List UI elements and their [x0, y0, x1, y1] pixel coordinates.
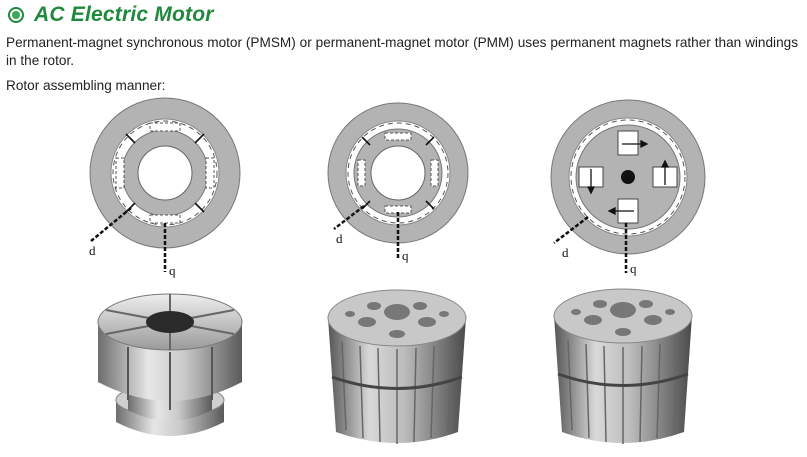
- q-axis-label: q: [402, 248, 409, 263]
- q-axis-label: q: [630, 261, 637, 276]
- d-axis-label: d: [336, 231, 343, 246]
- laminated-rotor-photo-2: [553, 288, 693, 444]
- rotor-diagram-interior: d q: [550, 99, 706, 276]
- rotor-diagram-surface: d q: [89, 97, 241, 278]
- intro-paragraph: Permanent-magnet synchronous motor (PMSM…: [6, 35, 798, 68]
- d-axis-label: d: [562, 245, 569, 260]
- surface-magnet-rotor-photo: [97, 293, 243, 436]
- d-axis-line: [90, 207, 132, 242]
- d-axis-label: d: [89, 243, 96, 258]
- rotor-diagram-inset: d q: [327, 102, 469, 263]
- section-header: AC Electric Motor: [8, 3, 214, 27]
- section-title: AC Electric Motor: [34, 3, 214, 26]
- d-axis-line: [553, 216, 589, 244]
- d-axis-line: [333, 205, 365, 230]
- q-axis-label: q: [169, 263, 176, 278]
- green-circle-bullet-icon: [8, 7, 24, 23]
- laminated-rotor-photo-1: [327, 289, 467, 444]
- rotor-subtitle: Rotor assembling manner:: [6, 78, 166, 93]
